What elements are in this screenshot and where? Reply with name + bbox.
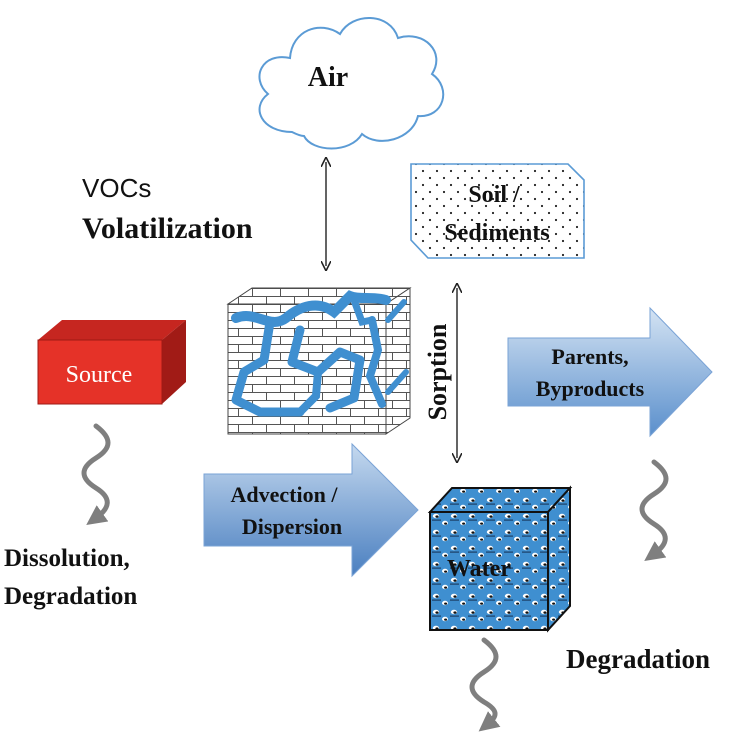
advection-label-line1: Advection / bbox=[231, 482, 339, 507]
source-label: Source bbox=[66, 362, 133, 388]
water-label: Water bbox=[447, 556, 511, 582]
fractured-rock-block bbox=[226, 287, 412, 435]
source-box: Source bbox=[37, 320, 186, 405]
degradation-right-label: Degradation bbox=[566, 644, 710, 674]
volatilization-label: Volatilization bbox=[82, 212, 253, 245]
soil-label-line1: Soil / bbox=[468, 182, 520, 208]
parents-byproducts-arrow: Parents, Byproducts bbox=[507, 306, 713, 438]
vocs-label: VOCs bbox=[82, 173, 151, 203]
water-cube: Water bbox=[427, 485, 573, 633]
soil-label-line2: Sediments bbox=[444, 220, 549, 246]
air-cloud: Air bbox=[258, 17, 445, 150]
dissolution-label-line2: Degradation bbox=[4, 583, 137, 610]
squiggle-parents bbox=[639, 459, 669, 561]
parents-label-line1: Parents, bbox=[551, 344, 628, 369]
squiggle-source bbox=[81, 423, 111, 525]
dissolution-label-line1: Dissolution, bbox=[4, 545, 130, 572]
air-label: Air bbox=[308, 62, 348, 93]
squiggle-arrows bbox=[81, 423, 669, 732]
parents-label-line2: Byproducts bbox=[536, 376, 645, 401]
squiggle-water bbox=[469, 637, 501, 732]
sorption-label: Sorption bbox=[423, 323, 452, 420]
soil-sediments-box: Soil / Sediments bbox=[410, 163, 585, 259]
advection-label-line2: Dispersion bbox=[242, 514, 342, 539]
advection-dispersion-arrow: Advection / Dispersion bbox=[203, 442, 419, 578]
